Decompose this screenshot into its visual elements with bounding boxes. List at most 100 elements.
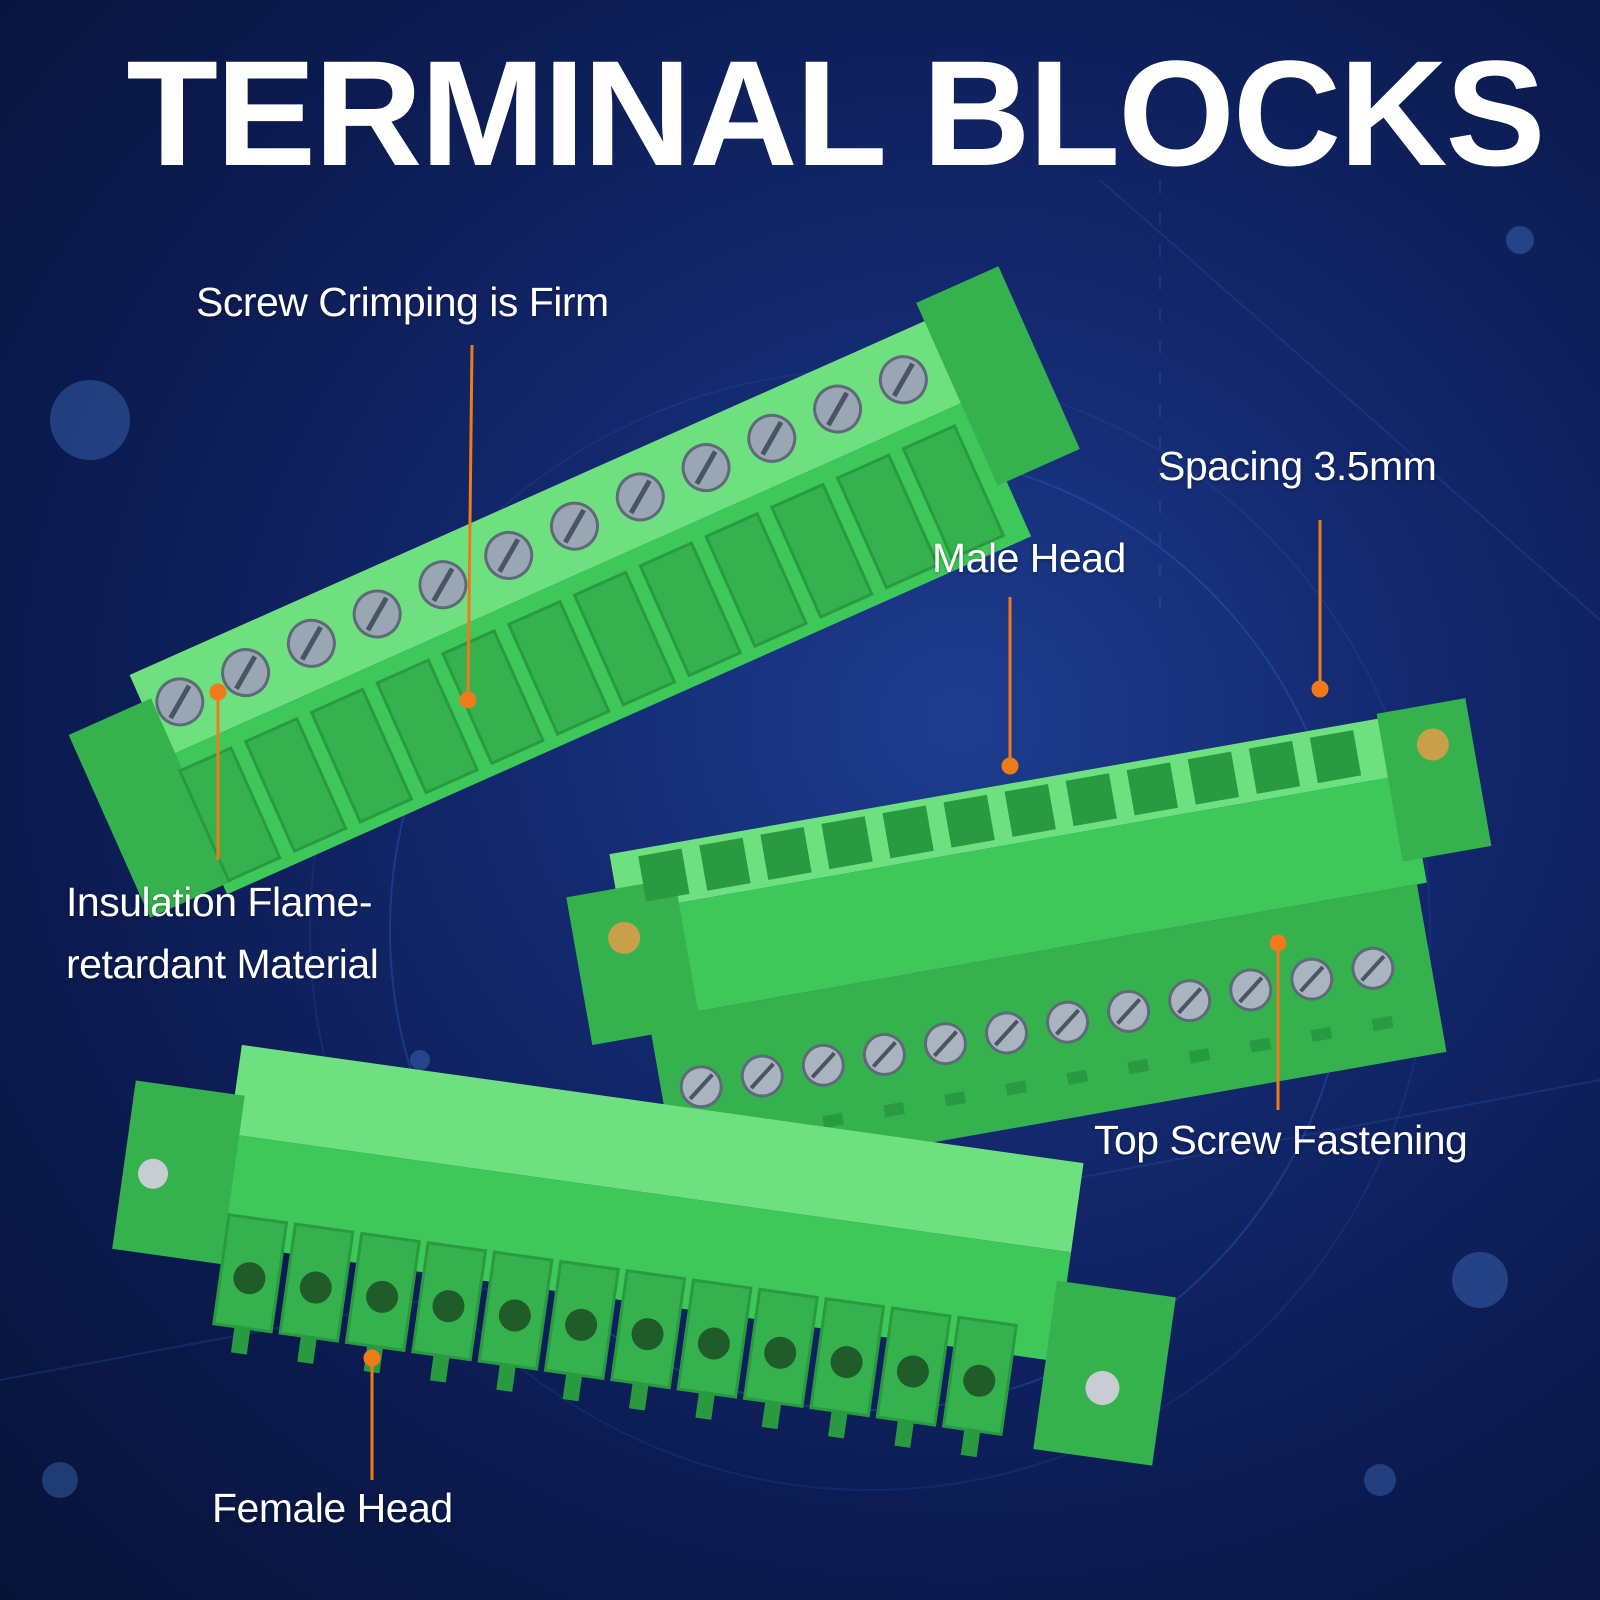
screw-slot <box>365 596 389 632</box>
plug-body <box>648 884 1447 1188</box>
wire-hole <box>631 1318 664 1351</box>
brass-insert <box>1416 728 1449 761</box>
wire-slot <box>835 453 940 590</box>
brass-insert <box>608 921 641 954</box>
wire-slot <box>309 687 414 824</box>
socket-pin <box>629 1382 649 1411</box>
test-slot <box>1310 1026 1333 1042</box>
screw-slot <box>563 508 586 544</box>
wire-hole <box>963 1364 996 1397</box>
plug-flange <box>112 1080 245 1265</box>
screw-slot <box>299 625 323 661</box>
socket-pin <box>562 1373 583 1402</box>
label-female-head: Female Head <box>212 1485 453 1531</box>
wire-hole <box>764 1336 797 1369</box>
page-title: TERMINAL BLOCKS <box>126 29 1545 197</box>
screw-slot <box>1360 954 1386 982</box>
mounting-flange <box>916 266 1080 486</box>
socket-pin <box>496 1363 516 1392</box>
header-pocket <box>638 848 690 902</box>
socket-pin <box>828 1410 848 1439</box>
label-male-head: Male Head <box>932 535 1126 581</box>
screw-slot <box>1238 976 1264 1004</box>
wire-hole <box>697 1327 730 1360</box>
screw-slot <box>871 1041 897 1068</box>
screw-slot <box>810 1051 836 1079</box>
wire-hole <box>299 1271 332 1304</box>
label-insulation-line1: Insulation Flame- <box>66 879 372 925</box>
header-front-face <box>619 774 1427 1022</box>
header-pocket <box>699 837 751 891</box>
header-pocket <box>1187 751 1240 805</box>
wire-slot <box>506 599 611 737</box>
wire-slot <box>901 423 1006 561</box>
screw-slot <box>431 567 455 603</box>
wire-slot <box>177 746 282 883</box>
mount-screw <box>1085 1371 1120 1406</box>
screw-slot <box>1116 997 1142 1025</box>
wire-hole <box>432 1290 465 1323</box>
mounting-flange <box>68 698 233 918</box>
screw-slot <box>168 684 192 720</box>
header-pocket <box>821 816 873 870</box>
screw-slot <box>760 420 784 456</box>
screw-slot <box>497 538 521 573</box>
test-slot <box>1249 1037 1272 1053</box>
wire-slot <box>572 570 677 707</box>
screw-slot <box>891 362 915 398</box>
screw-slot <box>694 450 718 485</box>
test-slot <box>1188 1048 1211 1064</box>
header-pocket <box>882 805 934 859</box>
screw-slot <box>1177 987 1203 1015</box>
wire-slot <box>375 658 480 795</box>
label-top-screw: Top Screw Fastening <box>1094 1117 1468 1163</box>
screw-slot <box>932 1030 958 1058</box>
screw-slot <box>1055 1008 1081 1036</box>
plug-top-face <box>229 1044 1084 1253</box>
wire-hole <box>830 1346 863 1379</box>
wire-hole <box>565 1308 598 1341</box>
wire-hole <box>498 1299 531 1332</box>
wire-hole <box>896 1355 929 1388</box>
header-pocket <box>1126 762 1179 816</box>
header-pocket <box>1248 740 1301 794</box>
test-slot <box>1371 1015 1394 1032</box>
screw-slot <box>826 391 849 427</box>
screw-slot <box>749 1062 775 1090</box>
header-pocket <box>760 827 812 880</box>
test-slot <box>1066 1069 1089 1085</box>
wire-hole <box>233 1262 266 1295</box>
label-insulation-line2: retardant Material <box>66 941 379 987</box>
label-spacing: Spacing 3.5mm <box>1158 443 1437 489</box>
wire-slot <box>704 511 809 649</box>
socket-pin <box>960 1429 981 1458</box>
socket-pin <box>297 1335 317 1364</box>
test-slot <box>1127 1058 1150 1075</box>
header-pocket <box>1004 783 1056 837</box>
test-slot <box>883 1101 906 1118</box>
header-pocket <box>1309 730 1362 784</box>
header-flange <box>566 878 701 1046</box>
header-pocket <box>1065 773 1117 827</box>
screw-slot <box>628 479 652 515</box>
socket-pin <box>761 1401 782 1430</box>
screw-slot <box>993 1019 1020 1047</box>
test-slot <box>1005 1080 1028 1096</box>
header-flange <box>1376 698 1492 862</box>
screw-slot <box>688 1073 714 1101</box>
label-screw-crimping: Screw Crimping is Firm <box>196 279 609 325</box>
header-pocket <box>943 794 995 848</box>
wire-slot <box>638 541 743 678</box>
screw-slot <box>234 655 258 690</box>
mount-screw <box>138 1158 169 1189</box>
test-slot <box>944 1091 967 1107</box>
wire-slot <box>243 716 348 854</box>
wire-hole <box>366 1280 399 1313</box>
socket-pin <box>429 1354 450 1383</box>
socket-pin <box>363 1345 384 1374</box>
socket-pin <box>894 1419 914 1448</box>
wire-slot <box>769 482 874 619</box>
